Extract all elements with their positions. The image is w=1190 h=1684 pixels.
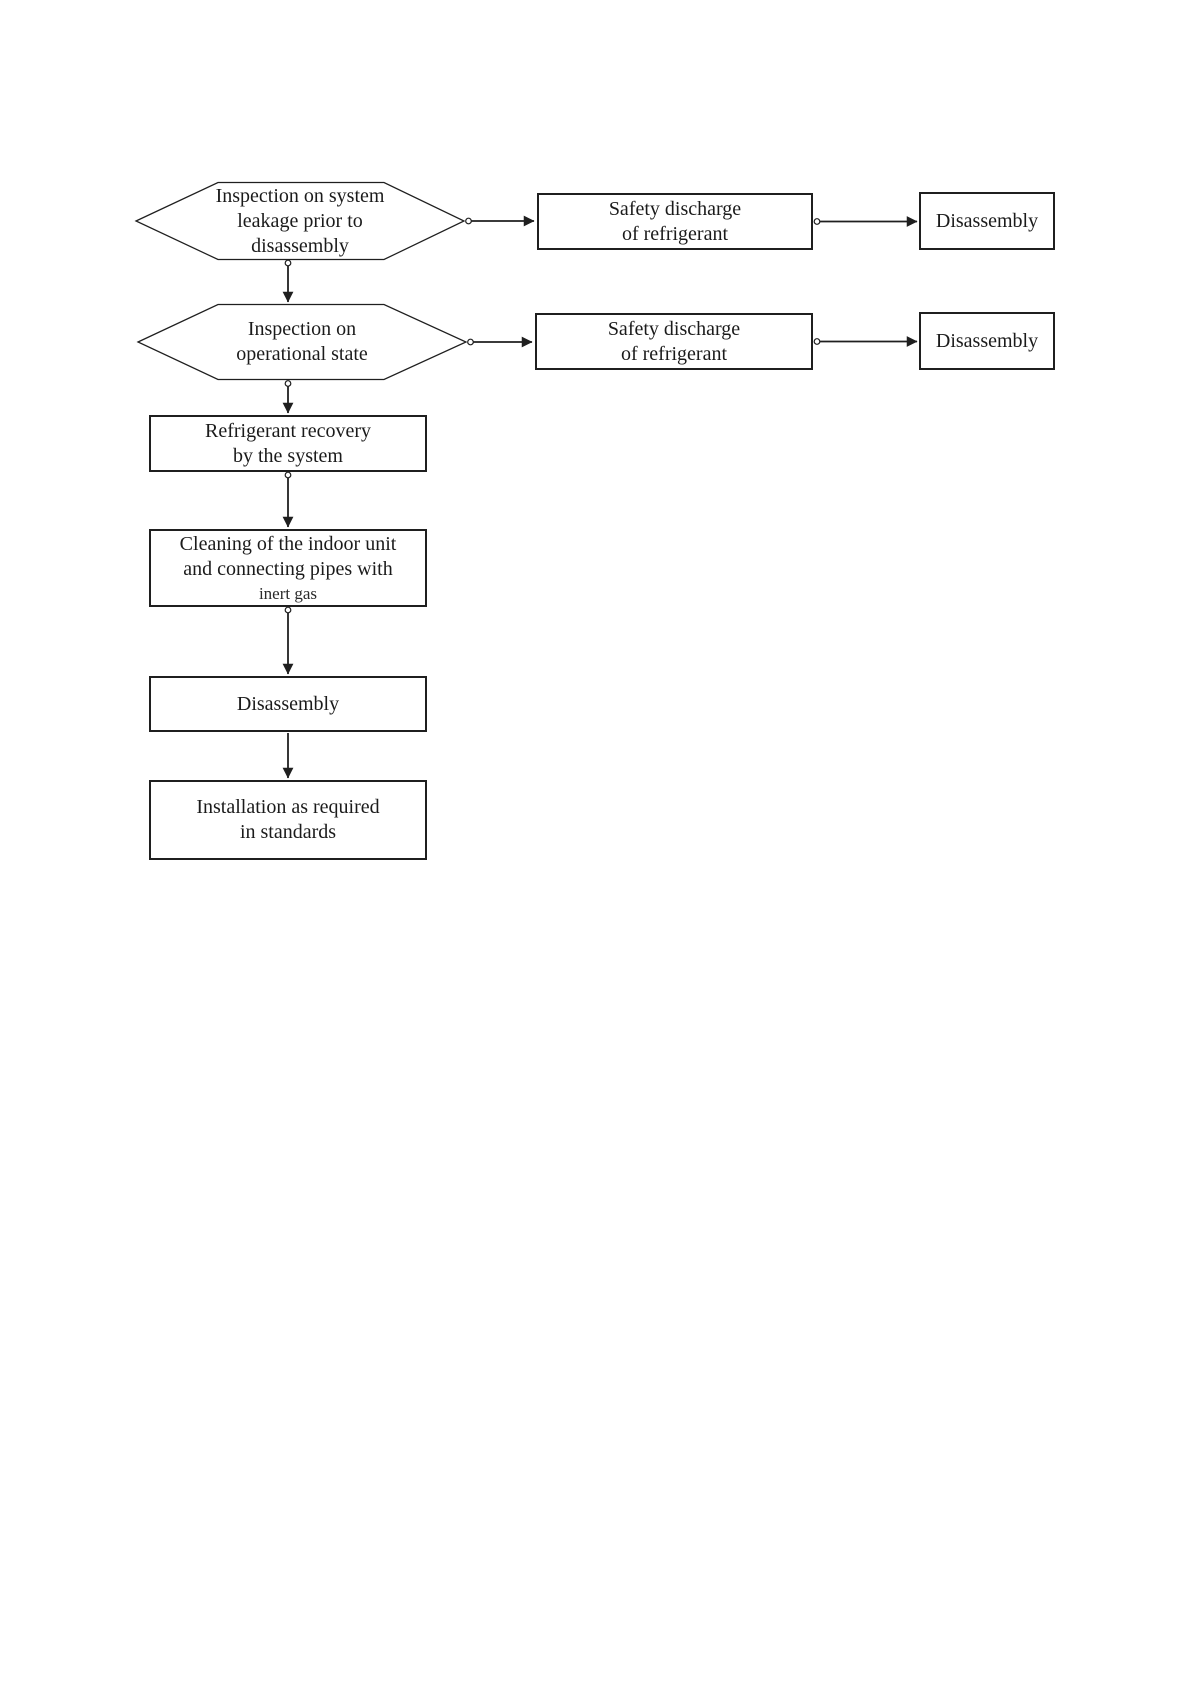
connector-dot (467, 338, 474, 346)
node-safety-discharge-2: Safety discharge of refrigerant (535, 313, 813, 370)
connector-dot (284, 380, 292, 387)
connector-dot (284, 259, 292, 267)
node-disassembly-1: Disassembly (919, 192, 1055, 250)
node-installation-standards: Installation as required in standards (149, 780, 427, 860)
node-label-line: Inspection on system (215, 184, 385, 207)
node-inspection-system-leakage: Inspection on system leakage prior to di… (150, 182, 450, 260)
node-label-line: Disassembly (236, 692, 340, 715)
node-label-line: leakage prior to (237, 209, 363, 232)
node-label-line: Cleaning of the indoor unit (179, 532, 397, 555)
node-label-line: Installation as required (196, 796, 380, 818)
node-label-line: in standards (239, 821, 337, 843)
connector-dot (284, 471, 292, 479)
node-label-line: by the system (233, 444, 343, 467)
node-label-line: Disassembly (935, 329, 1039, 352)
node-label-line: inert gas (258, 583, 318, 603)
node-label-line: of refrigerant (621, 222, 729, 245)
node-label-line: of refrigerant (620, 342, 728, 365)
connector-dot (465, 217, 472, 225)
node-label-line: Safety discharge (607, 317, 741, 340)
node-disassembly-3: Disassembly (149, 676, 427, 732)
connector-dot (813, 338, 821, 345)
node-disassembly-2: Disassembly (919, 312, 1055, 370)
node-label-line: Refrigerant recovery (204, 419, 371, 442)
connector-dot (813, 218, 821, 225)
node-label-line: Inspection on (247, 318, 357, 340)
node-label-line: Disassembly (935, 209, 1039, 232)
hexagon-shape-operational-inspection (136, 303, 468, 381)
node-cleaning-inert-gas: Cleaning of the indoor unit and connecti… (149, 529, 427, 607)
hexagon-shape-leakage-inspection (134, 181, 466, 261)
node-inspection-operational-state: Inspection on operational state (152, 304, 452, 380)
node-label-line: disassembly (251, 234, 349, 257)
node-label-line: and connecting pipes with (183, 557, 393, 580)
connector-dot (284, 606, 292, 614)
node-label-line: operational state (236, 343, 368, 365)
node-refrigerant-recovery: Refrigerant recovery by the system (149, 415, 427, 472)
node-label-line: Safety discharge (608, 197, 742, 220)
node-safety-discharge-1: Safety discharge of refrigerant (537, 193, 813, 250)
